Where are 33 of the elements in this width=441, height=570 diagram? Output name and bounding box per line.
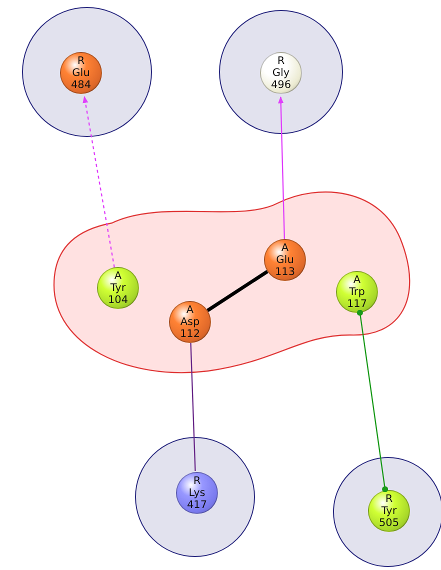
residue-sphere <box>176 472 218 514</box>
residue-name: Trp <box>349 286 365 298</box>
chain-label: A <box>281 242 289 254</box>
chain-label: R <box>193 475 201 487</box>
chain-label: A <box>353 274 361 286</box>
residue-number: 505 <box>378 517 400 529</box>
residue-sphere <box>60 52 102 94</box>
interaction-line <box>356 310 388 492</box>
residue-name: Gly <box>272 67 290 79</box>
residue-name: Tyr <box>381 505 397 517</box>
residue-name: Asp <box>180 316 200 328</box>
interaction-line <box>206 270 268 312</box>
residue-name: Glu <box>276 254 294 266</box>
interaction-line <box>82 96 115 268</box>
residue-number: 484 <box>70 79 92 91</box>
residue-name: Tyr <box>110 282 126 294</box>
interaction-line <box>278 96 286 240</box>
residue-name: Lys <box>188 487 206 499</box>
interaction-line <box>190 342 196 472</box>
chain-label: A <box>186 304 194 316</box>
chain-label: R <box>385 493 393 505</box>
residue-number: 112 <box>180 328 200 340</box>
residue-number: 104 <box>108 294 128 306</box>
residue-number: 117 <box>346 298 368 310</box>
residue-number: 417 <box>186 499 208 511</box>
chain-label: R <box>77 55 85 67</box>
chain-label: A <box>114 270 122 282</box>
residue-sphere <box>368 490 410 532</box>
residue-sphere <box>260 52 302 94</box>
chain-label: R <box>277 55 285 67</box>
residue-name: Glu <box>72 67 90 79</box>
residue-number: 113 <box>274 266 296 278</box>
residue-number: 496 <box>270 79 292 91</box>
